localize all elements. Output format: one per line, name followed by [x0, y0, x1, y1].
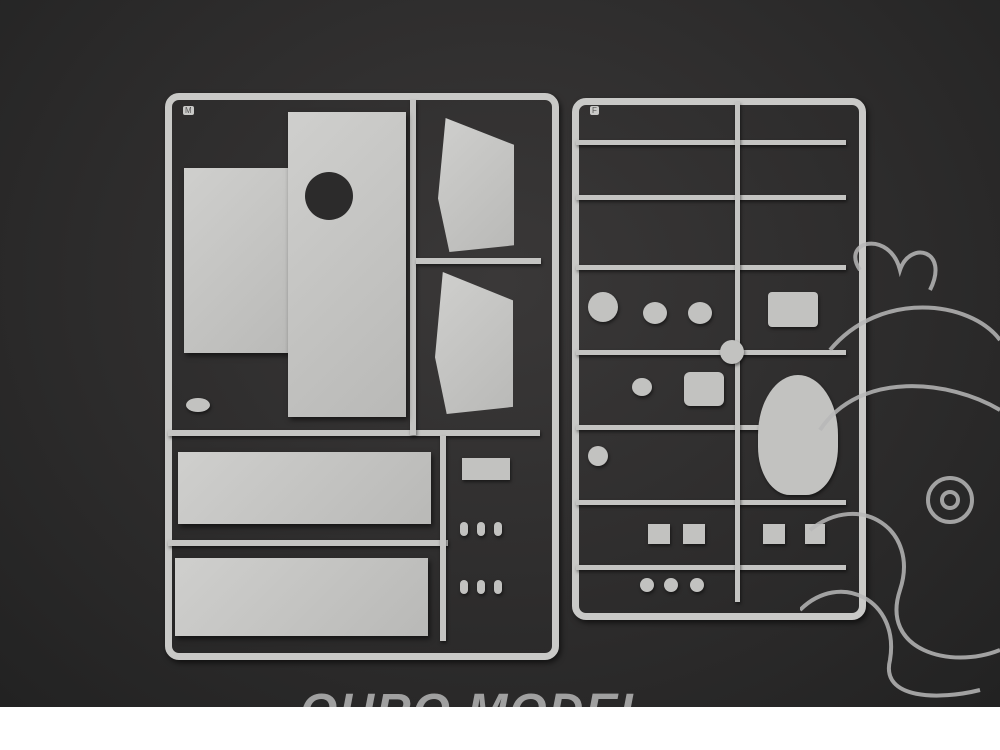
box-part — [768, 292, 818, 327]
sprue-runner — [576, 350, 846, 355]
lower-hull-panel — [178, 452, 431, 524]
sprue-f-letter: F — [590, 106, 599, 115]
hull-top-panel — [288, 112, 406, 417]
sprue-runner — [576, 500, 846, 505]
sprue-runner — [440, 436, 446, 641]
sprue-runner — [576, 425, 776, 430]
link-part — [477, 522, 485, 536]
sprue-runner — [168, 430, 540, 436]
hatch-disc — [643, 302, 667, 324]
round-part — [588, 446, 608, 466]
small-box — [648, 524, 670, 544]
round-part — [690, 578, 704, 592]
sprue-m-letter: M — [183, 106, 194, 115]
link-part — [494, 522, 502, 536]
tow-link — [186, 398, 210, 412]
sprue-f-frame — [572, 98, 866, 620]
hull-side-panel — [184, 168, 304, 353]
small-bracket — [462, 458, 510, 480]
turret-ring-hole — [305, 172, 353, 220]
dragon-watermark-icon — [800, 241, 1000, 698]
cupola-part — [758, 375, 838, 495]
sprue-runner — [576, 140, 846, 145]
sprue-m-frame — [165, 93, 559, 660]
round-part — [664, 578, 678, 592]
link-part — [460, 522, 468, 536]
link-part — [460, 580, 468, 594]
sprue-runner — [576, 565, 846, 570]
sprue-runner — [576, 265, 846, 270]
small-box — [763, 524, 785, 544]
link-part — [494, 580, 502, 594]
link-part — [477, 580, 485, 594]
hatch-disc — [588, 292, 618, 322]
lower-hull-panel — [175, 558, 428, 636]
sprue-runner — [410, 100, 416, 435]
sprue-runner — [168, 540, 448, 546]
hatch-disc — [688, 302, 712, 324]
armor-plate — [438, 118, 514, 252]
round-part — [640, 578, 654, 592]
armor-plate — [435, 272, 513, 414]
ouro-model-watermark: OURO MODEL — [300, 684, 651, 707]
small-box — [683, 524, 705, 544]
sprue-hub — [720, 340, 744, 364]
sprue-runner — [576, 195, 846, 200]
kit-photo: M F — [0, 0, 1000, 707]
sprue-runner — [416, 258, 541, 264]
round-part — [632, 378, 652, 396]
box-part — [684, 372, 724, 406]
